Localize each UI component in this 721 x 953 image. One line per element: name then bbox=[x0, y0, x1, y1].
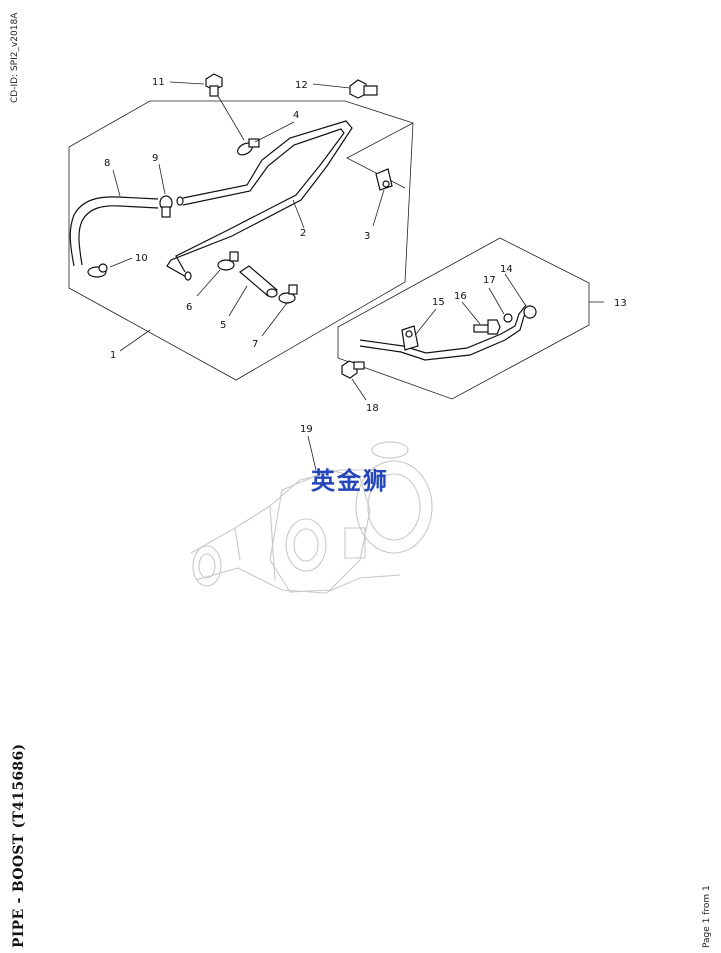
callout-10: 10 bbox=[135, 253, 148, 264]
bracket-part-15 bbox=[401, 325, 419, 351]
bolt-part-18 bbox=[341, 360, 365, 379]
callout-4: 4 bbox=[293, 110, 299, 121]
washer-part-17 bbox=[503, 313, 513, 323]
hose-part-5 bbox=[239, 265, 278, 298]
clamp-part-6 bbox=[217, 251, 239, 271]
pipe-part-2 bbox=[166, 120, 353, 279]
bracket-part-3 bbox=[375, 168, 393, 191]
callout-13: 13 bbox=[614, 298, 627, 309]
callout-12: 12 bbox=[295, 80, 308, 91]
clamp-part-4 bbox=[237, 138, 260, 156]
callout-18: 18 bbox=[366, 403, 379, 414]
callout-2: 2 bbox=[300, 228, 306, 239]
leader-lines bbox=[109, 81, 604, 471]
callout-8: 8 bbox=[104, 158, 110, 169]
group-13-outline bbox=[337, 237, 590, 400]
pipe-fitting bbox=[523, 305, 537, 319]
callout-19: 19 bbox=[300, 424, 313, 435]
callout-16: 16 bbox=[454, 291, 467, 302]
callout-3: 3 bbox=[364, 231, 370, 242]
callout-7: 7 bbox=[252, 339, 258, 350]
clamp-part-10 bbox=[87, 263, 108, 278]
pipe-end bbox=[176, 196, 184, 206]
callout-17: 17 bbox=[483, 275, 496, 286]
bolt-part-11 bbox=[205, 73, 223, 97]
callout-5: 5 bbox=[220, 320, 226, 331]
callout-15: 15 bbox=[432, 297, 445, 308]
pipe-end bbox=[184, 271, 192, 281]
callout-6: 6 bbox=[186, 302, 192, 313]
callout-9: 9 bbox=[152, 153, 158, 164]
bolt-part-16 bbox=[473, 319, 501, 335]
watermark-logo: 英金狮 bbox=[311, 467, 389, 495]
callout-11: 11 bbox=[152, 77, 165, 88]
clamp-part-7 bbox=[278, 284, 298, 304]
callout-14: 14 bbox=[500, 264, 513, 275]
group-1-outline bbox=[68, 100, 414, 381]
bolt-part-12 bbox=[349, 79, 378, 99]
turbocharger-part-19 bbox=[190, 441, 433, 594]
clamp-part-9 bbox=[159, 195, 173, 218]
hose-part-8 bbox=[69, 196, 159, 267]
callout-1: 1 bbox=[110, 350, 116, 361]
